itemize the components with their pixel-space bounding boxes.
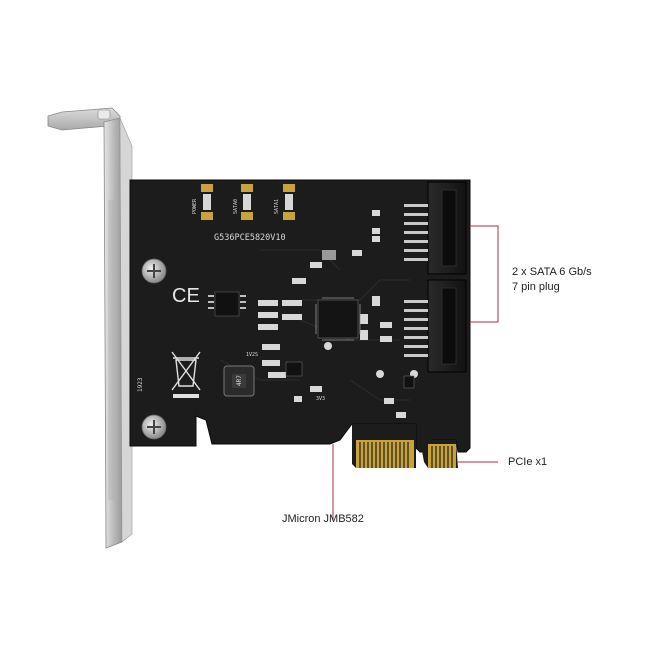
label-4r7: 4R7 [236, 375, 243, 386]
board-label: G536PCE5820V10 [214, 233, 286, 243]
led-label-power: POWER [192, 198, 198, 214]
label-3v3: 3V3 [316, 396, 325, 402]
screw-top [141, 258, 167, 284]
callout-lines [332, 225, 499, 520]
date-code: 1923 [137, 377, 144, 392]
sata-callout-bracket [470, 225, 499, 323]
led-row [201, 184, 295, 220]
screw-bottom [141, 414, 167, 440]
led-label-sata0: SATA0 [233, 199, 239, 214]
components [208, 210, 418, 418]
chip-callout-label: JMicron JMB582 [282, 513, 364, 525]
label-1v2s: 1V2S [246, 352, 258, 358]
sata-callout-label: 2 x SATA 6 Gb/s 7 pin plug [512, 265, 592, 295]
pcie-callout-label: PCIe x1 [508, 456, 548, 468]
led-label-sata1: SATA1 [274, 199, 280, 214]
sata-connector-bottom [404, 279, 467, 373]
sata-connector-top [404, 181, 467, 275]
sata-callout-line1: 2 x SATA 6 Gb/s [512, 266, 592, 278]
mounting-bracket [47, 107, 133, 549]
sata-callout-line2: 7 pin plug [512, 281, 560, 293]
weee-bin-icon [171, 351, 201, 398]
ce-mark: CE [172, 285, 200, 307]
pcie-gold-fingers [352, 424, 458, 468]
